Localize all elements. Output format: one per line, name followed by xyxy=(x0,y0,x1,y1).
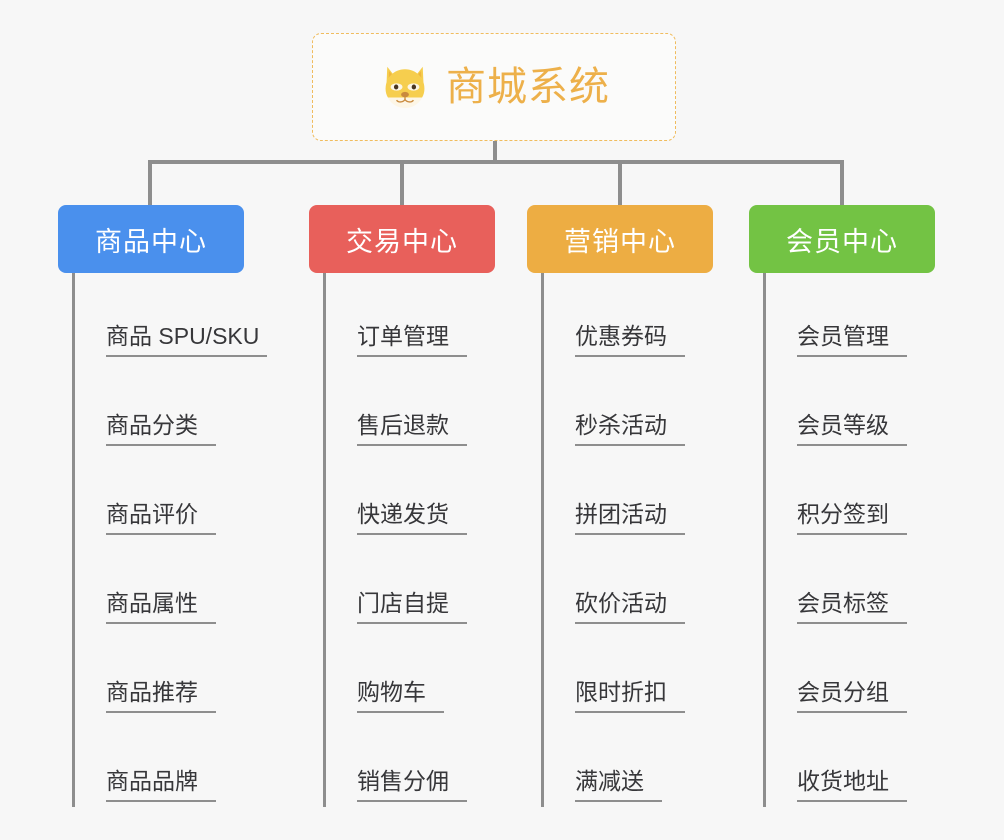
leaf-item[interactable]: 限时折扣 xyxy=(541,629,713,718)
leaf-item[interactable]: 快递发货 xyxy=(323,451,495,540)
leaf-item[interactable]: 会员等级 xyxy=(763,362,935,451)
connector-drop-1 xyxy=(148,160,152,207)
branch-header-2[interactable]: 交易中心 xyxy=(309,205,495,273)
leaf-item[interactable]: 商品分类 xyxy=(72,362,244,451)
leaf-item[interactable]: 积分签到 xyxy=(763,451,935,540)
shiba-dog-face-icon xyxy=(378,60,432,114)
leaf-label: 限时折扣 xyxy=(575,679,685,713)
branch-items-4: 会员管理 会员等级 积分签到 会员标签 会员分组 收货地址 xyxy=(763,273,935,807)
branch-header-label: 营销中心 xyxy=(564,226,676,257)
branch-header-3[interactable]: 营销中心 xyxy=(527,205,713,273)
root-title: 商城系统 xyxy=(446,65,610,109)
leaf-item[interactable]: 售后退款 xyxy=(323,362,495,451)
connector-horizontal-bus xyxy=(148,160,844,164)
connector-drop-2 xyxy=(400,160,404,207)
leaf-label: 商品评价 xyxy=(106,501,216,535)
leaf-item[interactable]: 商品 SPU/SKU xyxy=(72,273,268,362)
leaf-item[interactable]: 购物车 xyxy=(323,629,495,718)
branch-column-1: 商品中心 商品 SPU/SKU 商品分类 商品评价 商品属性 商品推荐 商品品牌 xyxy=(58,205,268,807)
leaf-item[interactable]: 销售分佣 xyxy=(323,718,495,807)
leaf-label: 售后退款 xyxy=(357,412,467,446)
branch-items-2: 订单管理 售后退款 快递发货 门店自提 购物车 销售分佣 xyxy=(323,273,495,807)
leaf-label: 销售分佣 xyxy=(357,768,467,802)
branch-items-1: 商品 SPU/SKU 商品分类 商品评价 商品属性 商品推荐 商品品牌 xyxy=(72,273,268,807)
leaf-item[interactable]: 收货地址 xyxy=(763,718,935,807)
leaf-label: 商品属性 xyxy=(106,590,216,624)
leaf-label: 订单管理 xyxy=(357,323,467,357)
leaf-item[interactable]: 会员分组 xyxy=(763,629,935,718)
leaf-label: 商品 SPU/SKU xyxy=(106,323,268,357)
leaf-label: 门店自提 xyxy=(357,590,467,624)
leaf-item[interactable]: 砍价活动 xyxy=(541,540,713,629)
leaf-item[interactable]: 门店自提 xyxy=(323,540,495,629)
leaf-label: 会员标签 xyxy=(797,590,907,624)
root-node[interactable]: 商城系统 xyxy=(312,33,676,141)
leaf-item[interactable]: 订单管理 xyxy=(323,273,495,362)
leaf-label: 收货地址 xyxy=(797,768,907,802)
connector-drop-4 xyxy=(840,160,844,207)
leaf-item[interactable]: 秒杀活动 xyxy=(541,362,713,451)
leaf-item[interactable]: 会员标签 xyxy=(763,540,935,629)
leaf-label: 购物车 xyxy=(357,679,444,713)
leaf-label: 优惠券码 xyxy=(575,323,685,357)
branch-header-label: 商品中心 xyxy=(95,226,207,257)
leaf-label: 会员分组 xyxy=(797,679,907,713)
leaf-label: 秒杀活动 xyxy=(575,412,685,446)
branch-header-label: 会员中心 xyxy=(786,226,898,257)
branch-column-2: 交易中心 订单管理 售后退款 快递发货 门店自提 购物车 销售分佣 xyxy=(309,205,495,807)
branch-column-3: 营销中心 优惠券码 秒杀活动 拼团活动 砍价活动 限时折扣 满减送 xyxy=(527,205,713,807)
connector-drop-3 xyxy=(618,160,622,207)
leaf-label: 商品分类 xyxy=(106,412,216,446)
leaf-item[interactable]: 优惠券码 xyxy=(541,273,713,362)
leaf-label: 拼团活动 xyxy=(575,501,685,535)
branch-column-4: 会员中心 会员管理 会员等级 积分签到 会员标签 会员分组 收货地址 xyxy=(749,205,935,807)
branch-header-4[interactable]: 会员中心 xyxy=(749,205,935,273)
leaf-label: 商品推荐 xyxy=(106,679,216,713)
leaf-label: 会员等级 xyxy=(797,412,907,446)
leaf-item[interactable]: 拼团活动 xyxy=(541,451,713,540)
branch-items-3: 优惠券码 秒杀活动 拼团活动 砍价活动 限时折扣 满减送 xyxy=(541,273,713,807)
branch-header-1[interactable]: 商品中心 xyxy=(58,205,244,273)
leaf-label: 积分签到 xyxy=(797,501,907,535)
leaf-label: 快递发货 xyxy=(357,501,467,535)
leaf-item[interactable]: 满减送 xyxy=(541,718,713,807)
leaf-label: 商品品牌 xyxy=(106,768,216,802)
branch-header-label: 交易中心 xyxy=(346,226,458,257)
leaf-label: 满减送 xyxy=(575,768,662,802)
leaf-item[interactable]: 商品评价 xyxy=(72,451,244,540)
leaf-label: 会员管理 xyxy=(797,323,907,357)
leaf-item[interactable]: 商品品牌 xyxy=(72,718,244,807)
leaf-item[interactable]: 商品属性 xyxy=(72,540,244,629)
connector-root-stem xyxy=(493,141,497,162)
leaf-label: 砍价活动 xyxy=(575,590,685,624)
leaf-item[interactable]: 商品推荐 xyxy=(72,629,244,718)
leaf-item[interactable]: 会员管理 xyxy=(763,273,935,362)
